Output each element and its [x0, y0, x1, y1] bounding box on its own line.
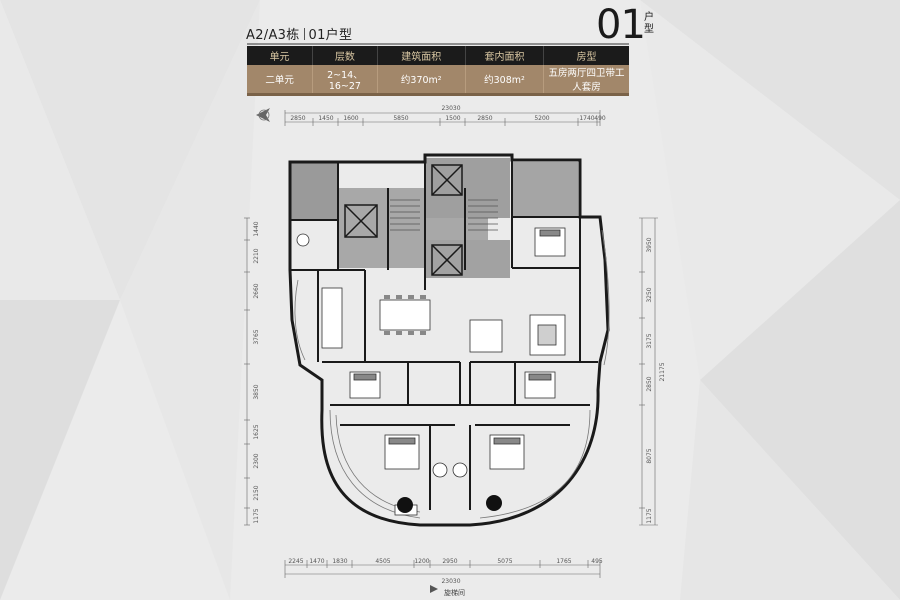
col-gross-area: 建筑面积: [377, 46, 466, 65]
right-dimension-lines: [639, 217, 658, 526]
left-dimension-lines: [244, 217, 250, 526]
dim-label: 495: [591, 558, 603, 565]
cell-layout: 五房两厅四卫带工人套房: [543, 65, 629, 96]
dim-label: 1200: [414, 558, 429, 565]
furniture: [296, 227, 566, 516]
dim-label: 3850: [253, 384, 260, 399]
dim-label: 3250: [646, 287, 653, 302]
dim-label: 1625: [253, 424, 260, 439]
cell-net-area: 约308m²: [465, 65, 545, 96]
dim-label: 1740: [579, 115, 594, 122]
dim-label: 2300: [253, 453, 260, 468]
top-dimension-lines: [284, 110, 601, 126]
bottom-label: 旋梯间: [444, 589, 465, 597]
dim-label: 2850: [477, 115, 492, 122]
dim-label: 1450: [318, 115, 333, 122]
dim-label: 5850: [393, 115, 408, 122]
dim-label: 2850: [290, 115, 305, 122]
cell-floors: 2~14、16~27: [312, 65, 378, 96]
dim-label: 1500: [445, 115, 460, 122]
dim-label: 8075: [646, 448, 653, 463]
dim-label: 5075: [497, 558, 512, 565]
col-unit: 单元: [247, 46, 314, 65]
bottom-dimension-lines: [284, 560, 601, 578]
top-total-dim: 23030: [441, 105, 460, 112]
dim-label: 1765: [556, 558, 571, 565]
unit-info-table: 单元 层数 建筑面积 套内面积 房型 二单元 2~14、16~27 约370m²…: [247, 46, 629, 96]
col-layout: 房型: [543, 46, 629, 65]
table-row: 二单元 2~14、16~27 约370m² 约308m² 五房两厅四卫带工人套房: [247, 65, 629, 96]
dim-label: 490: [594, 115, 606, 122]
dim-label: 1600: [343, 115, 358, 122]
unit-type-label: 01户型: [308, 28, 353, 43]
dim-label: 1470: [309, 558, 324, 565]
col-net-area: 套内面积: [465, 46, 545, 65]
building-label: A2/A3栋: [246, 28, 300, 43]
dim-label: 5200: [534, 115, 549, 122]
dim-label: 1175: [646, 508, 653, 523]
dim-label: 1175: [253, 508, 260, 523]
entrance-arrow-icon: [430, 585, 438, 593]
col-floors: 层数: [312, 46, 378, 65]
cell-unit: 二单元: [247, 65, 314, 96]
dim-label: 2150: [253, 485, 260, 500]
columns: [397, 495, 502, 513]
dim-label: 2245: [288, 558, 303, 565]
dim-label: 2660: [253, 283, 260, 298]
dim-label: 3765: [253, 329, 260, 344]
dim-label: 3175: [646, 333, 653, 348]
right-total-dim: 21175: [659, 362, 666, 381]
bottom-total-dim: 23030: [441, 578, 460, 585]
building-outline: [288, 153, 610, 527]
unit-number: 01: [596, 2, 646, 48]
dim-label: 2950: [442, 558, 457, 565]
dim-label: 1830: [332, 558, 347, 565]
left-dimension-labels: 1440 2210 2660 3765 3850 1625 2300 2150 …: [253, 221, 260, 523]
dim-label: 2210: [253, 248, 260, 263]
plan-title: A2/A3栋 01户型: [246, 24, 352, 43]
dim-label: 1440: [253, 221, 260, 236]
north-arrow-icon: [256, 108, 270, 122]
dim-label: 2850: [646, 376, 653, 391]
dim-label: 3950: [646, 237, 653, 252]
dim-label: 4505: [375, 558, 390, 565]
table-header-row: 单元 层数 建筑面积 套内面积 房型: [247, 46, 629, 65]
header: A2/A3栋 01户型 01 户型: [238, 0, 654, 108]
unit-number-suffix: 户型: [644, 12, 654, 35]
cell-gross-area: 约370m²: [377, 65, 466, 96]
